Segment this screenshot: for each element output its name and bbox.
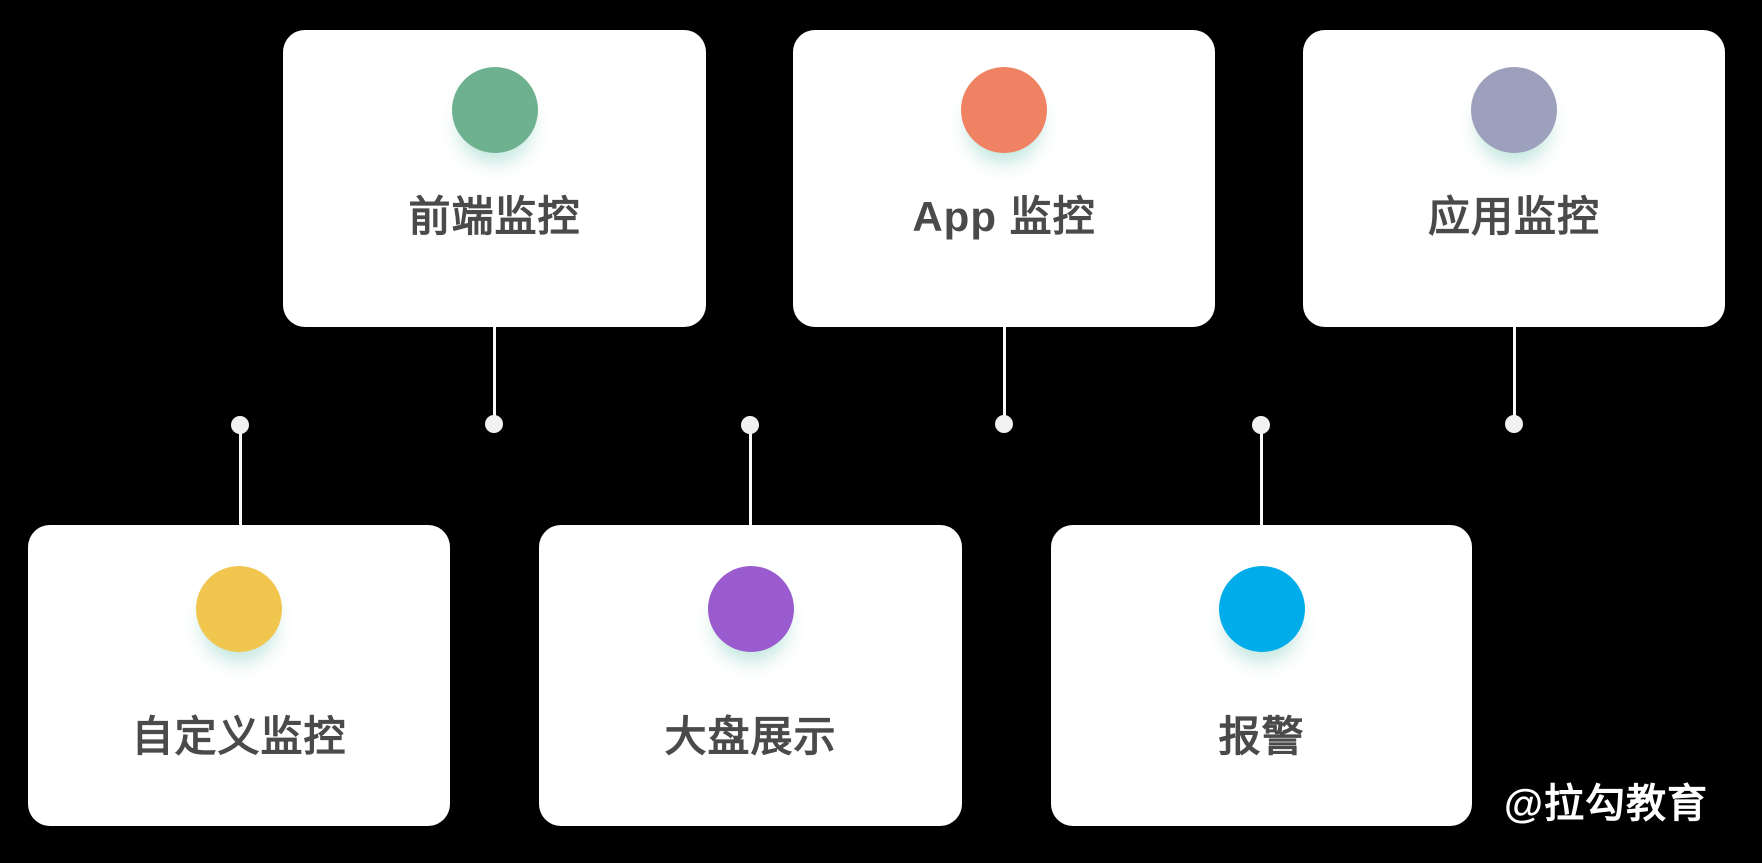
card-label-application-monitoring: 应用监控: [1427, 193, 1600, 240]
connector-line: [748, 433, 752, 525]
connector-node-icon: [741, 416, 759, 434]
card-label-custom-monitoring: 自定义监控: [131, 713, 347, 760]
card-custom-monitoring: 自定义监控: [28, 525, 450, 826]
watermark-lagou-education: @拉勾教育: [1503, 782, 1708, 826]
connector-node-icon: [231, 416, 249, 434]
card-label-app-monitoring: App 监控: [912, 193, 1096, 240]
connector-node-icon: [1505, 415, 1523, 433]
custom-monitoring-circle-icon: [196, 566, 282, 652]
connector-node-icon: [995, 415, 1013, 433]
card-application-monitoring: 应用监控: [1303, 30, 1725, 327]
application-monitoring-circle-icon: [1471, 67, 1557, 153]
connector-node-icon: [485, 415, 503, 433]
frontend-monitoring-circle-icon: [451, 67, 538, 153]
card-dashboard-display: 大盘展示: [539, 525, 962, 826]
card-frontend-monitoring: 前端监控: [283, 30, 706, 327]
connector-line: [492, 327, 496, 416]
connector-line: [238, 433, 242, 525]
card-label-alert: 报警: [1218, 713, 1305, 760]
card-label-dashboard-display: 大盘展示: [664, 713, 837, 760]
card-label-frontend-monitoring: 前端监控: [408, 193, 581, 240]
card-app-monitoring: App 监控: [793, 30, 1215, 327]
connector-line: [1512, 327, 1516, 416]
connector-node-icon: [1252, 416, 1270, 434]
connector-line: [1002, 327, 1006, 416]
dashboard-display-circle-icon: [707, 566, 794, 652]
alert-circle-icon: [1218, 566, 1305, 652]
connector-line: [1259, 433, 1263, 525]
card-alert: 报警: [1051, 525, 1472, 826]
app-monitoring-circle-icon: [961, 67, 1047, 153]
